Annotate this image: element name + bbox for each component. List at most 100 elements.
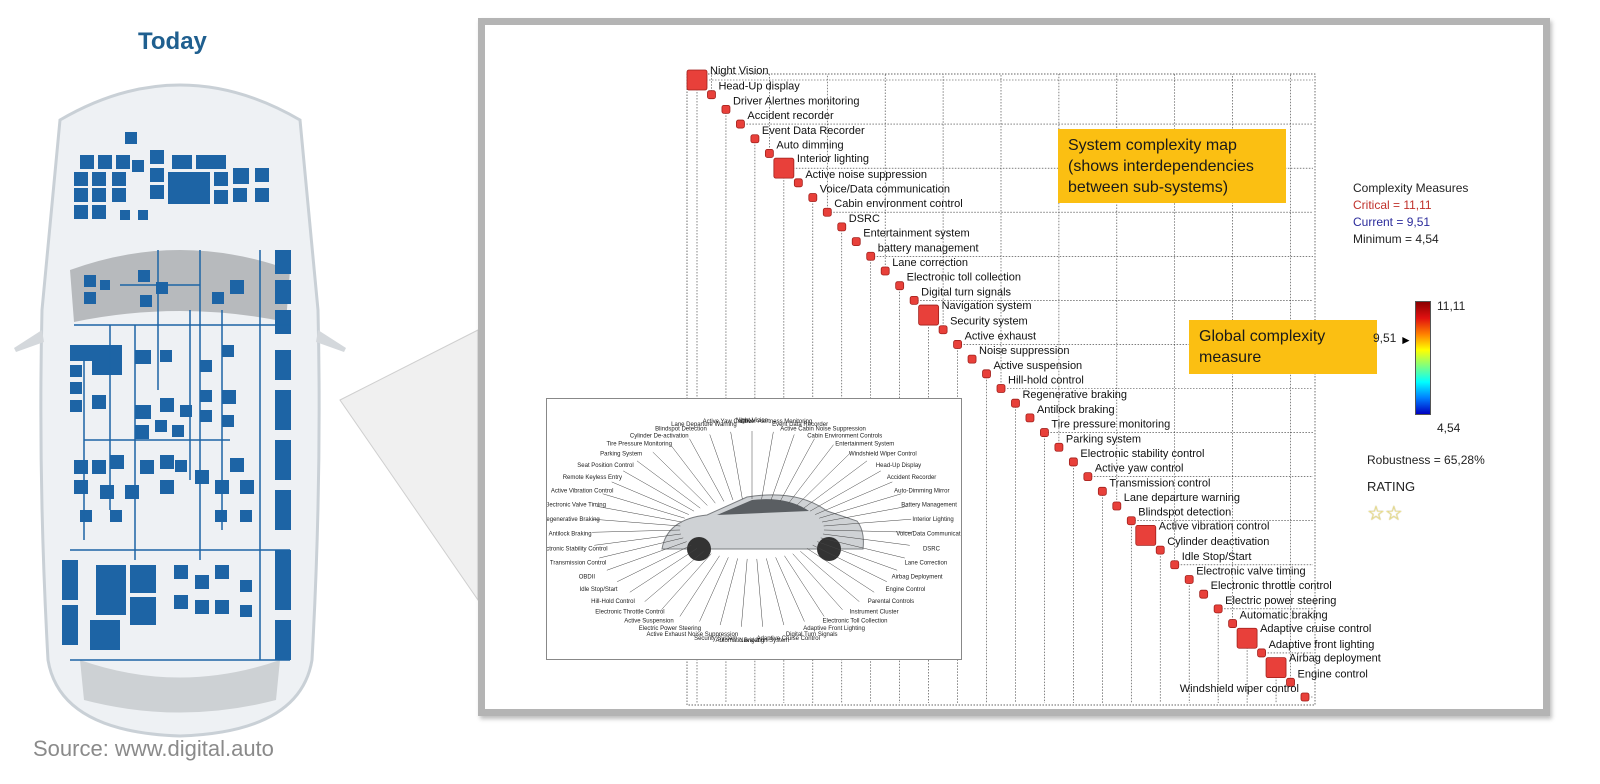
subsystem-node xyxy=(1112,501,1122,511)
inset-subsystem-label: Security System xyxy=(694,636,737,642)
subsystem-label: Navigation system xyxy=(942,300,1032,312)
ecu-module xyxy=(275,620,291,660)
global-complexity-note: Global complexity measure xyxy=(1189,320,1377,374)
minimum-value: Minimum = 4,54 xyxy=(1353,232,1439,246)
ecu-module xyxy=(92,345,122,375)
ecu-module xyxy=(112,188,126,202)
inset-subsystem-label: Idle Stop/Start xyxy=(580,587,618,593)
subsystem-label: Adaptive cruise control xyxy=(1260,623,1371,635)
subsystem-label: Driver Alertnes monitoring xyxy=(733,95,860,107)
ecu-module xyxy=(150,185,164,199)
ecu-module xyxy=(150,150,164,164)
subsystem-label: Active yaw control xyxy=(1095,463,1184,475)
subsystem-node xyxy=(1025,413,1035,423)
subsystem-label: Regenerative braking xyxy=(1022,389,1127,401)
ecu-module xyxy=(255,188,269,202)
inset-subsystem-label: Tire Pressure Monitoring xyxy=(606,442,671,448)
subsystem-label: Adaptive front lighting xyxy=(1269,639,1375,651)
ecu-module xyxy=(112,172,126,186)
ecu-module xyxy=(275,440,291,480)
subsystem-label: Hill-hold control xyxy=(1008,375,1084,387)
subsystem-node xyxy=(686,69,708,91)
subsystem-label: Windshield wiper control xyxy=(1180,683,1299,695)
inset-connector xyxy=(800,551,860,602)
current-arrow-icon: ► xyxy=(1400,333,1412,347)
ecu-module xyxy=(212,292,224,304)
inset-connector xyxy=(761,431,774,500)
complexity-colorbar xyxy=(1415,301,1431,415)
ecu-module xyxy=(110,455,124,469)
subsystem-label: Accident recorder xyxy=(747,110,834,122)
ecu-module xyxy=(62,560,78,600)
ecu-module xyxy=(275,550,291,610)
inset-subsystem-label: Entertainment System xyxy=(835,442,894,448)
subsystem-label: Active exhaust xyxy=(965,330,1037,342)
subsystem-node xyxy=(866,251,876,261)
ecu-module xyxy=(172,155,192,169)
ecu-module xyxy=(92,205,106,219)
ecu-module xyxy=(110,510,122,522)
car-windshield xyxy=(70,250,290,322)
subsystem-label: Lane correction xyxy=(892,257,968,269)
ecu-module xyxy=(275,390,291,430)
ecu-module xyxy=(275,490,291,530)
subsystem-node xyxy=(707,90,716,100)
ecu-module xyxy=(125,132,137,144)
subsystem-node xyxy=(1213,604,1223,614)
inset-subsystem-label: Seat Position Control xyxy=(577,463,633,469)
ecu-module xyxy=(168,172,210,204)
subsystem-node xyxy=(1300,692,1310,702)
subsystem-label: Security system xyxy=(950,316,1028,328)
inset-subsystem-label: Airbag Deployment xyxy=(892,574,943,580)
ecu-module xyxy=(240,510,252,522)
subsystem-node xyxy=(808,193,818,202)
inset-subsystem-label: DSRC xyxy=(923,546,941,552)
ecu-module xyxy=(160,350,172,362)
inset-connector xyxy=(596,506,683,523)
inset-subsystem-label: Cabin Environment Controls xyxy=(807,433,882,439)
ecu-module xyxy=(150,168,164,182)
ecu-module xyxy=(275,250,291,274)
subsystem-node xyxy=(1040,428,1049,437)
inset-subsystem-label: Adaptive Cruise Control xyxy=(757,636,820,642)
ecu-module xyxy=(140,295,152,307)
subsystem-label: Active vibration control xyxy=(1159,520,1270,532)
ecu-module xyxy=(90,620,120,650)
inset-subsystem-label: Accident Recorder xyxy=(887,475,936,481)
ecu-module xyxy=(214,172,228,186)
subsystem-label: Voice/Data communication xyxy=(820,184,950,196)
subsystem-node xyxy=(837,222,847,232)
subsystem-node xyxy=(1265,657,1287,679)
ecu-module xyxy=(155,420,167,432)
subsystem-node xyxy=(1135,525,1157,546)
subsystem-label: Blindspot detection xyxy=(1138,507,1231,519)
inset-subsystem-label: Active Cabin Noise Suppression xyxy=(780,427,866,433)
inset-subsystem-label: Interior Lighting xyxy=(912,517,953,523)
ecu-module xyxy=(138,270,150,282)
ecu-module xyxy=(200,360,212,372)
inset-connector xyxy=(766,558,785,626)
inset-connector xyxy=(815,481,893,515)
subsystem-label: Entertainment system xyxy=(863,228,969,240)
inset-connector xyxy=(770,434,795,501)
inset-car-wheel xyxy=(687,537,711,561)
inset-connector xyxy=(809,470,881,512)
inset-subsystem-label: Electronic Valve Timing xyxy=(547,502,606,508)
subsystem-node xyxy=(1228,619,1238,628)
inset-connector xyxy=(599,537,684,559)
ecu-module xyxy=(233,168,249,184)
inset-connector xyxy=(822,533,910,546)
inset-car-windows xyxy=(717,499,809,515)
ecu-module xyxy=(120,210,130,220)
inset-connector xyxy=(806,548,875,593)
inset-connector xyxy=(661,553,712,610)
ecu-module xyxy=(196,155,226,169)
inset-subsystem-label: Active Exhaust Noise Suppression xyxy=(646,632,738,638)
inset-connector xyxy=(602,493,685,519)
subsystem-label: Digital turn signals xyxy=(921,286,1011,298)
inset-connector xyxy=(636,460,701,509)
ecu-module xyxy=(215,565,229,579)
ecu-module xyxy=(135,425,149,439)
inset-connector xyxy=(629,548,698,593)
